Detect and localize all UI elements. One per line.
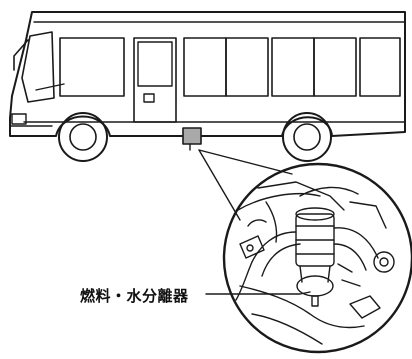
- bus-door: [133, 37, 177, 123]
- bus-mirror: [13, 39, 29, 71]
- bus-headlight: [11, 113, 27, 125]
- bus-window-1: [183, 37, 227, 97]
- zoom-leader-bottom: [198, 149, 241, 221]
- zoom-detail-view: [222, 162, 412, 354]
- fuel-hose-right: [333, 227, 379, 259]
- separator-location-marker: [182, 127, 202, 145]
- bus-side-stripe: [35, 83, 65, 91]
- bus-side-window-front: [59, 37, 125, 97]
- bus-windshield: [21, 31, 55, 103]
- fuel-hose-left: [235, 231, 297, 301]
- bus-illustration: [9, 11, 406, 162]
- bus-door-window: [137, 41, 173, 87]
- label-leader-line: [205, 291, 311, 295]
- zoom-leader-top: [198, 149, 293, 175]
- bus-window-5: [359, 37, 401, 97]
- fuel-water-separator-label: 燃料・水分離器: [80, 287, 189, 305]
- bus-door-handle: [143, 93, 155, 103]
- bus-window-2: [225, 37, 269, 97]
- bus-rear-wheel: [282, 112, 332, 162]
- bus-window-4: [313, 37, 357, 97]
- bus-front-wheel: [58, 112, 108, 162]
- bus-window-3: [271, 37, 315, 97]
